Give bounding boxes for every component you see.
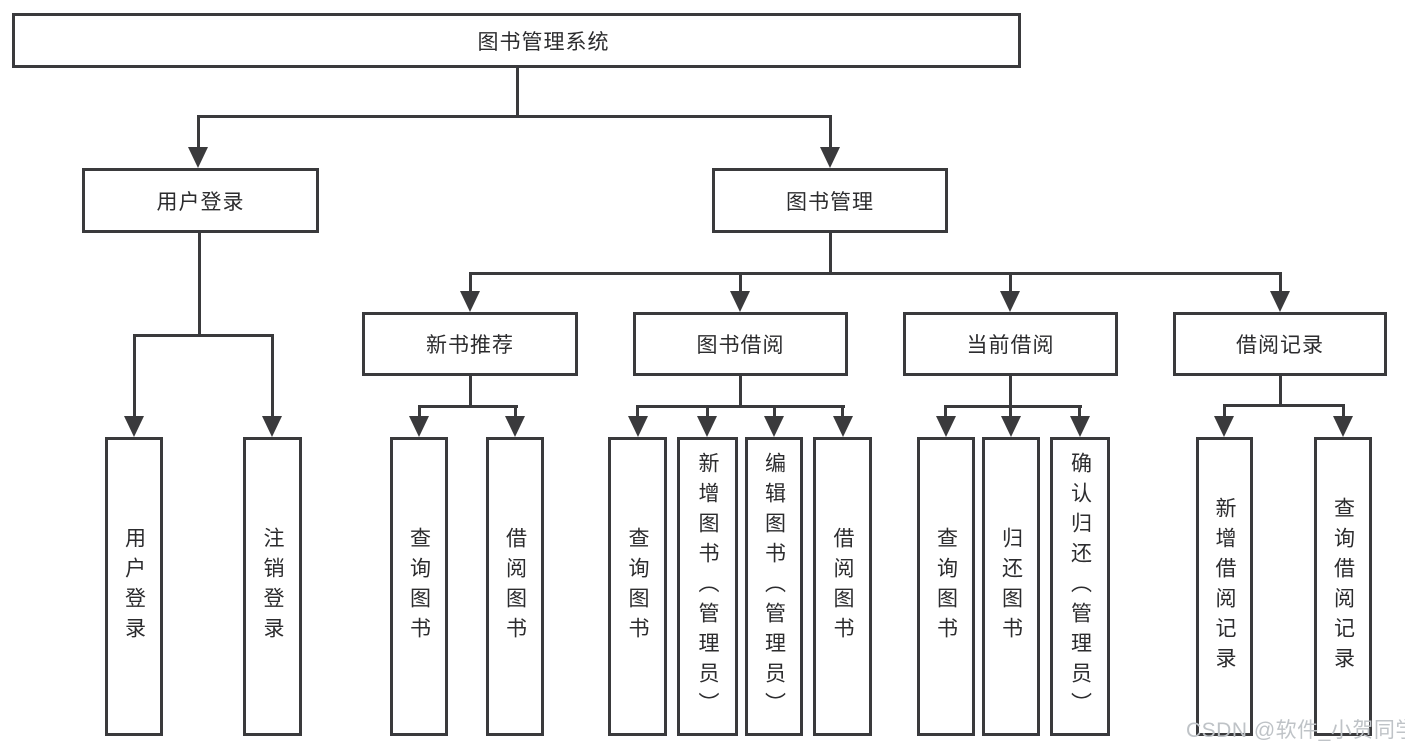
connector-line — [706, 405, 709, 418]
arrow-down-icon — [188, 147, 208, 168]
leaf-add-book-admin: 新增图书（管理员） — [677, 437, 738, 736]
connector-records-split — [1223, 404, 1345, 407]
arrow-down-icon — [1270, 291, 1290, 312]
leaf-label: 用户登录 — [122, 526, 146, 647]
connector-user-login-split — [133, 334, 274, 337]
connector-borrowing-trunk — [739, 376, 742, 408]
node-label: 当前借阅 — [966, 334, 1055, 357]
connector-line — [1223, 404, 1226, 418]
arrow-down-icon — [833, 416, 853, 437]
arrow-down-icon — [936, 416, 956, 437]
arrow-down-icon — [1333, 416, 1353, 437]
csdn-watermark: CSDN @软件_小贺同学 — [1186, 719, 1405, 742]
connector-current-split — [944, 405, 1082, 408]
leaf-label: 注销登录 — [261, 526, 285, 647]
connector-book-mgmt-split — [469, 272, 1282, 275]
leaf-logout: 注销登录 — [243, 437, 302, 736]
connector-line — [1078, 405, 1081, 418]
connector-line — [514, 405, 517, 418]
connector-line — [1009, 405, 1012, 418]
node-label: 图书管理系统 — [477, 30, 610, 54]
leaf-label: 新增图书（管理员） — [696, 451, 720, 722]
connector-line — [133, 334, 136, 419]
connector-root-trunk — [516, 68, 519, 118]
connector-new-book-trunk — [469, 376, 472, 408]
leaf-label: 查询图书 — [934, 526, 958, 647]
connector-current-trunk — [1009, 376, 1012, 408]
node-book-management: 图书管理 — [712, 168, 948, 233]
node-current-borrowing: 当前借阅 — [903, 312, 1118, 376]
node-new-book-recommend: 新书推荐 — [362, 312, 578, 376]
leaf-query-borrow-record: 查询借阅记录 — [1314, 437, 1372, 736]
leaf-label: 编辑图书（管理员） — [762, 451, 786, 722]
leaf-label: 借阅图书 — [503, 526, 527, 647]
connector-line — [944, 405, 947, 418]
leaf-edit-book-admin: 编辑图书（管理员） — [745, 437, 803, 736]
leaf-label: 确认归还（管理员） — [1068, 451, 1092, 722]
leaf-label: 新增借阅记录 — [1213, 496, 1237, 677]
arrow-down-icon — [697, 416, 717, 437]
arrow-down-icon — [820, 147, 840, 168]
node-borrowing-records: 借阅记录 — [1173, 312, 1387, 376]
arrow-down-icon — [1001, 416, 1021, 437]
connector-line — [636, 405, 639, 418]
node-label: 图书借阅 — [696, 334, 785, 357]
leaf-confirm-return-admin: 确认归还（管理员） — [1050, 437, 1110, 736]
connector-line — [271, 334, 274, 419]
arrow-down-icon — [409, 416, 429, 437]
leaf-add-borrow-record: 新增借阅记录 — [1196, 437, 1253, 736]
arrow-down-icon — [1070, 416, 1090, 437]
connector-book-mgmt-trunk — [829, 233, 832, 274]
node-label: 新书推荐 — [426, 334, 514, 357]
leaf-query-books-current: 查询图书 — [917, 437, 975, 736]
node-book-borrowing: 图书借阅 — [633, 312, 848, 376]
node-label: 用户登录 — [156, 190, 245, 214]
leaf-label: 查询借阅记录 — [1331, 496, 1355, 677]
arrow-down-icon — [1000, 291, 1020, 312]
node-label: 借阅记录 — [1236, 334, 1324, 357]
arrow-down-icon — [460, 291, 480, 312]
arrow-down-icon — [505, 416, 525, 437]
connector-line — [739, 272, 742, 295]
leaf-borrow-books-borrowing: 借阅图书 — [813, 437, 872, 736]
connector-line — [773, 405, 776, 418]
connector-line — [829, 115, 832, 151]
connector-borrowing-split — [636, 405, 845, 408]
connector-line — [841, 405, 844, 418]
leaf-label: 查询图书 — [407, 526, 431, 647]
arrow-down-icon — [628, 416, 648, 437]
connector-line — [1009, 272, 1012, 295]
leaf-return-books: 归还图书 — [982, 437, 1040, 736]
arrow-down-icon — [124, 416, 144, 437]
connector-line — [418, 405, 421, 418]
arrow-down-icon — [730, 291, 750, 312]
leaf-label: 归还图书 — [999, 526, 1023, 647]
arrow-down-icon — [764, 416, 784, 437]
connector-line — [469, 272, 472, 295]
connector-line — [1342, 404, 1345, 418]
leaf-borrow-books-recommend: 借阅图书 — [486, 437, 544, 736]
node-user-login: 用户登录 — [82, 168, 319, 233]
leaf-label: 借阅图书 — [831, 526, 855, 647]
node-library-system: 图书管理系统 — [12, 13, 1021, 68]
leaf-query-books-recommend: 查询图书 — [390, 437, 448, 736]
leaf-query-books-borrowing: 查询图书 — [608, 437, 667, 736]
leaf-label: 查询图书 — [626, 526, 650, 647]
connector-new-book-split — [418, 405, 518, 408]
connector-line — [1279, 272, 1282, 295]
arrow-down-icon — [262, 416, 282, 437]
connector-root-split — [197, 115, 832, 118]
connector-user-login-trunk — [198, 233, 201, 336]
connector-records-trunk — [1279, 376, 1282, 407]
arrow-down-icon — [1214, 416, 1234, 437]
connector-line — [197, 115, 200, 151]
leaf-user-login: 用户登录 — [105, 437, 163, 736]
node-label: 图书管理 — [786, 190, 874, 214]
